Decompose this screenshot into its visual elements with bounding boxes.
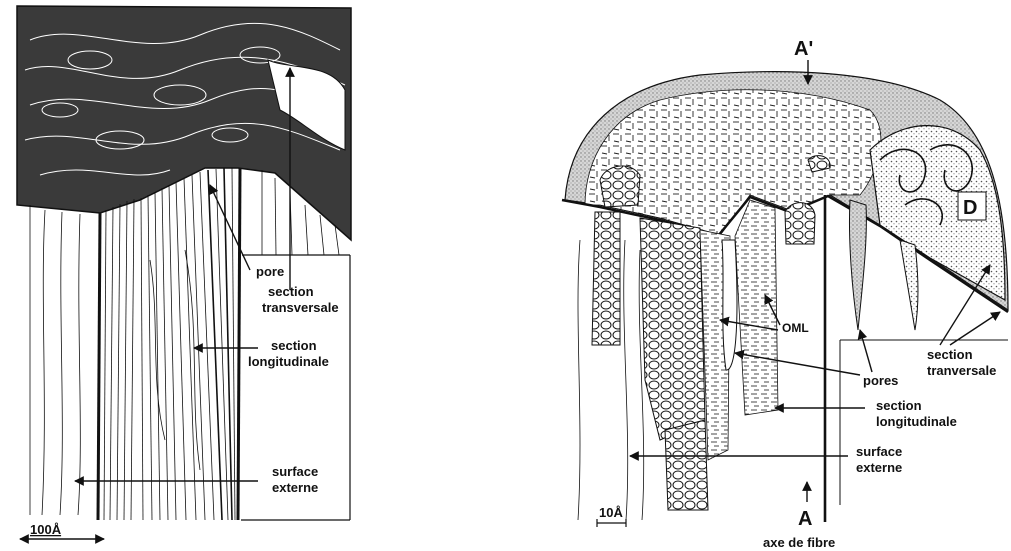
right-cell-column-2 — [640, 218, 705, 440]
right-cell-blob-1 — [600, 166, 640, 207]
right-cell-column-1 — [592, 212, 620, 345]
right-surface-externe-label-1: surface — [856, 444, 902, 459]
left-panel: pore section transversale section longit… — [17, 6, 351, 539]
right-cell-column-3 — [665, 420, 708, 510]
a-prime-label: A' — [794, 38, 813, 60]
a-label: A — [798, 508, 812, 530]
right-section-longitudinale-label-1: section — [876, 398, 922, 413]
left-surface-externe-label-1: surface — [272, 464, 318, 479]
right-pore-finger-1 — [722, 240, 737, 370]
left-surface-externe-label-2: externe — [272, 480, 318, 495]
right-section-longitudinale-label-2: longitudinale — [876, 414, 957, 429]
left-section-transversale-label-1: section — [268, 284, 314, 299]
left-section-transversale-label-2: transversale — [262, 300, 339, 315]
right-surface-externe-label-2: externe — [856, 460, 902, 475]
pores-label: pores — [863, 373, 898, 388]
right-cell-blob-2 — [785, 203, 815, 244]
right-section-tranversale-label-2: tranversale — [927, 363, 996, 378]
left-section-longitudinale-label-2: longitudinale — [248, 354, 329, 369]
left-pore-leader — [210, 185, 250, 270]
right-pore-finger-2 — [849, 200, 866, 330]
right-panel: A' D OML section tranversale pores secti… — [562, 38, 1008, 550]
left-scale-label: 100Å — [30, 522, 62, 537]
oml-label: OML — [782, 321, 809, 335]
left-pore-label: pore — [256, 264, 284, 279]
fiber-axis-label: axe de fibre — [763, 535, 835, 550]
right-scale-label: 10Å — [599, 505, 623, 520]
right-section-tranversale-label-1: section — [927, 347, 973, 362]
pores-leader-2 — [860, 330, 872, 372]
right-pore-finger-3 — [900, 240, 918, 330]
right-scale-bar — [597, 519, 626, 527]
left-section-longitudinale-label-1: section — [271, 338, 317, 353]
d-label: D — [963, 197, 977, 219]
